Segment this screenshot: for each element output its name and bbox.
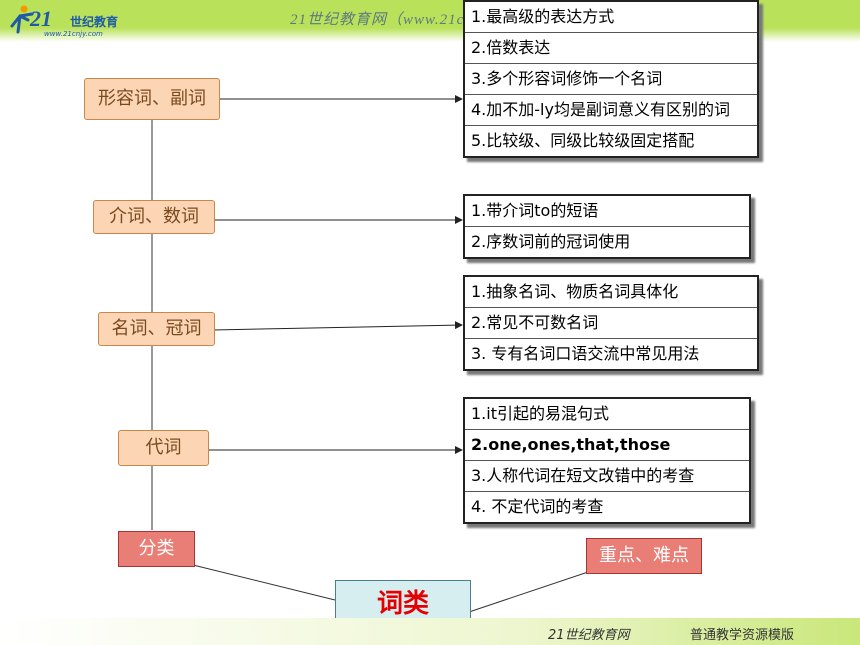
logo-url: www.21cnjy.com	[44, 30, 103, 38]
classify-node[interactable]: 分类	[118, 531, 195, 567]
category-label: 名词、冠词	[111, 318, 202, 339]
footer-template-name: 普通教学资源模版	[690, 628, 795, 643]
detail-item: 1.带介词to的短语	[465, 196, 749, 227]
detail-box-preposition: 1.带介词to的短语 2.序数词前的冠词使用	[463, 194, 751, 259]
detail-item: 1.抽象名词、物质名词具体化	[465, 277, 757, 308]
category-pronoun[interactable]: 代词	[118, 430, 209, 466]
detail-item: 4. 不定代词的考查	[471, 497, 604, 516]
detail-item: 5.比较级、同级比较级固定搭配	[471, 131, 695, 150]
footer-banner: 21世纪教育网 普通教学资源模版	[0, 618, 860, 645]
logo-text: 世纪教育	[70, 15, 119, 29]
detail-item: 1.it引起的易混句式	[465, 399, 749, 430]
detail-item: 2.常见不可数名词	[465, 308, 757, 339]
link-keypoints	[468, 567, 601, 613]
site-logo[interactable]: 21 世纪教育 www.21cnjy.com	[8, 4, 148, 38]
logo-number: 21	[30, 6, 52, 31]
detail-item: 3. 专有名词口语交流中常见用法	[471, 344, 700, 363]
detail-item: 2.序数词前的冠词使用	[471, 232, 631, 251]
detail-item: 4.加不加-ly均是副词意义有区别的词	[465, 95, 757, 126]
runner-logo-icon	[10, 5, 34, 34]
detail-item: 3.多个形容词修饰一个名词	[465, 64, 757, 95]
category-label: 介词、数词	[109, 206, 199, 227]
detail-item: 2.one,ones,that,those	[465, 430, 749, 461]
category-preposition-numeral[interactable]: 介词、数词	[93, 200, 215, 234]
detail-box-pronoun: 1.it引起的易混句式 2.one,ones,that,those 3.人称代词…	[463, 397, 751, 524]
arrow-noun	[212, 321, 463, 331]
category-label: 代词	[145, 437, 182, 458]
category-label: 形容词、副词	[98, 88, 206, 109]
detail-box-noun: 1.抽象名词、物质名词具体化 2.常见不可数名词 3. 专有名词口语交流中常见用…	[463, 275, 759, 371]
link-classify	[192, 564, 336, 601]
category-noun-article[interactable]: 名词、冠词	[98, 312, 215, 346]
category-adjective-adverb[interactable]: 形容词、副词	[84, 78, 220, 120]
detail-box-adjective: 1.最高级的表达方式 2.倍数表达 3.多个形容词修饰一个名词 4.加不加-ly…	[463, 0, 759, 158]
footer-site-name: 21世纪教育网	[548, 628, 630, 643]
detail-item: 2.倍数表达	[465, 33, 757, 64]
detail-item: 1.最高级的表达方式	[465, 2, 757, 33]
keypoints-node[interactable]: 重点、难点	[586, 538, 702, 574]
detail-item: 3.人称代词在短文改错中的考查	[465, 461, 749, 492]
